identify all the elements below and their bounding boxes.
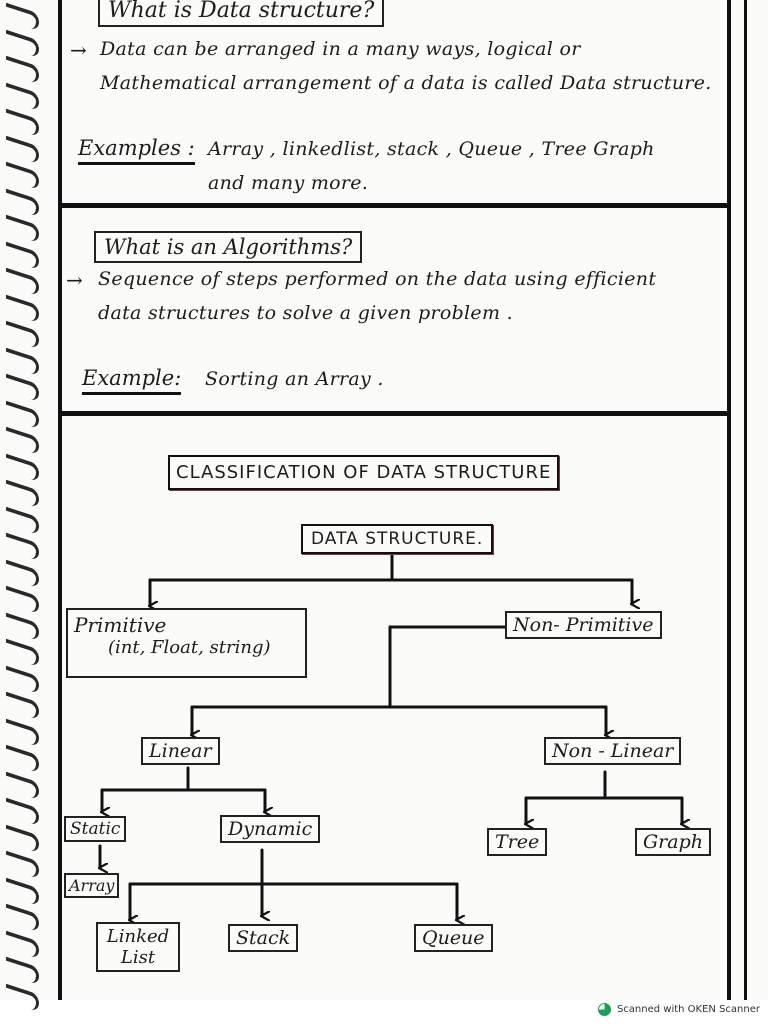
node-dynamic: Dynamic xyxy=(220,815,321,843)
section2-definition-line1: Sequence of steps performed on the data … xyxy=(98,268,657,290)
section1-heading: What is Data structure? xyxy=(98,0,385,27)
node-graph: Graph xyxy=(635,828,711,856)
section1-definition-line2: Mathematical arrangement of a data is ca… xyxy=(100,72,712,94)
node-linked-list-line2: List xyxy=(120,947,156,968)
node-primitive: Primitive (int, Float, string) xyxy=(66,608,307,678)
section-divider-1 xyxy=(60,203,728,208)
node-linear: Linear xyxy=(141,737,220,765)
scanner-watermark-text: Scanned with OKEN Scanner xyxy=(616,1004,760,1015)
right-edge-line xyxy=(744,0,747,1000)
node-non-linear: Non - Linear xyxy=(544,737,682,765)
section2-arrow: → xyxy=(66,268,84,292)
right-margin-line xyxy=(727,0,731,1000)
node-data-structure: DATA STRUCTURE. xyxy=(301,524,494,554)
section1-examples-line1: Array , linkedlist, stack , Queue , Tree… xyxy=(208,138,655,160)
node-queue: Queue xyxy=(414,924,493,952)
scanner-watermark: Scanned with OKEN Scanner xyxy=(597,1003,760,1016)
section2-definition-line2: data structures to solve a given problem… xyxy=(98,302,513,324)
classification-tree-connectors xyxy=(0,554,768,1000)
section2-example-text: Sorting an Array . xyxy=(205,368,384,390)
section2-example-label: Example: xyxy=(82,366,182,395)
node-primitive-label: Primitive xyxy=(74,613,167,637)
node-linked-list-line1: Linked xyxy=(106,926,170,947)
section1-examples-label: Examples : xyxy=(78,136,195,165)
section2-heading: What is an Algorithms? xyxy=(94,231,363,263)
classification-title: CLASSIFICATION OF DATA STRUCTURE xyxy=(168,455,560,490)
oken-scanner-logo-icon xyxy=(597,1003,611,1016)
section-divider-2 xyxy=(60,411,728,416)
node-primitive-types: (int, Float, string) xyxy=(108,637,271,658)
examples-label-text: Examples : xyxy=(78,136,195,165)
section1-examples-line2: and many more. xyxy=(208,172,369,194)
node-stack: Stack xyxy=(228,924,299,952)
example-label-text: Example: xyxy=(82,366,182,395)
section1-arrow: → xyxy=(70,38,88,62)
section1-definition-line1: Data can be arranged in a many ways, log… xyxy=(100,38,581,60)
left-margin-line xyxy=(58,0,62,1000)
node-non-primitive: Non- Primitive xyxy=(505,611,662,639)
node-linked-list: Linked List xyxy=(96,922,180,972)
node-static: Static xyxy=(64,816,127,842)
node-tree: Tree xyxy=(487,828,548,856)
node-array: Array xyxy=(64,873,120,898)
